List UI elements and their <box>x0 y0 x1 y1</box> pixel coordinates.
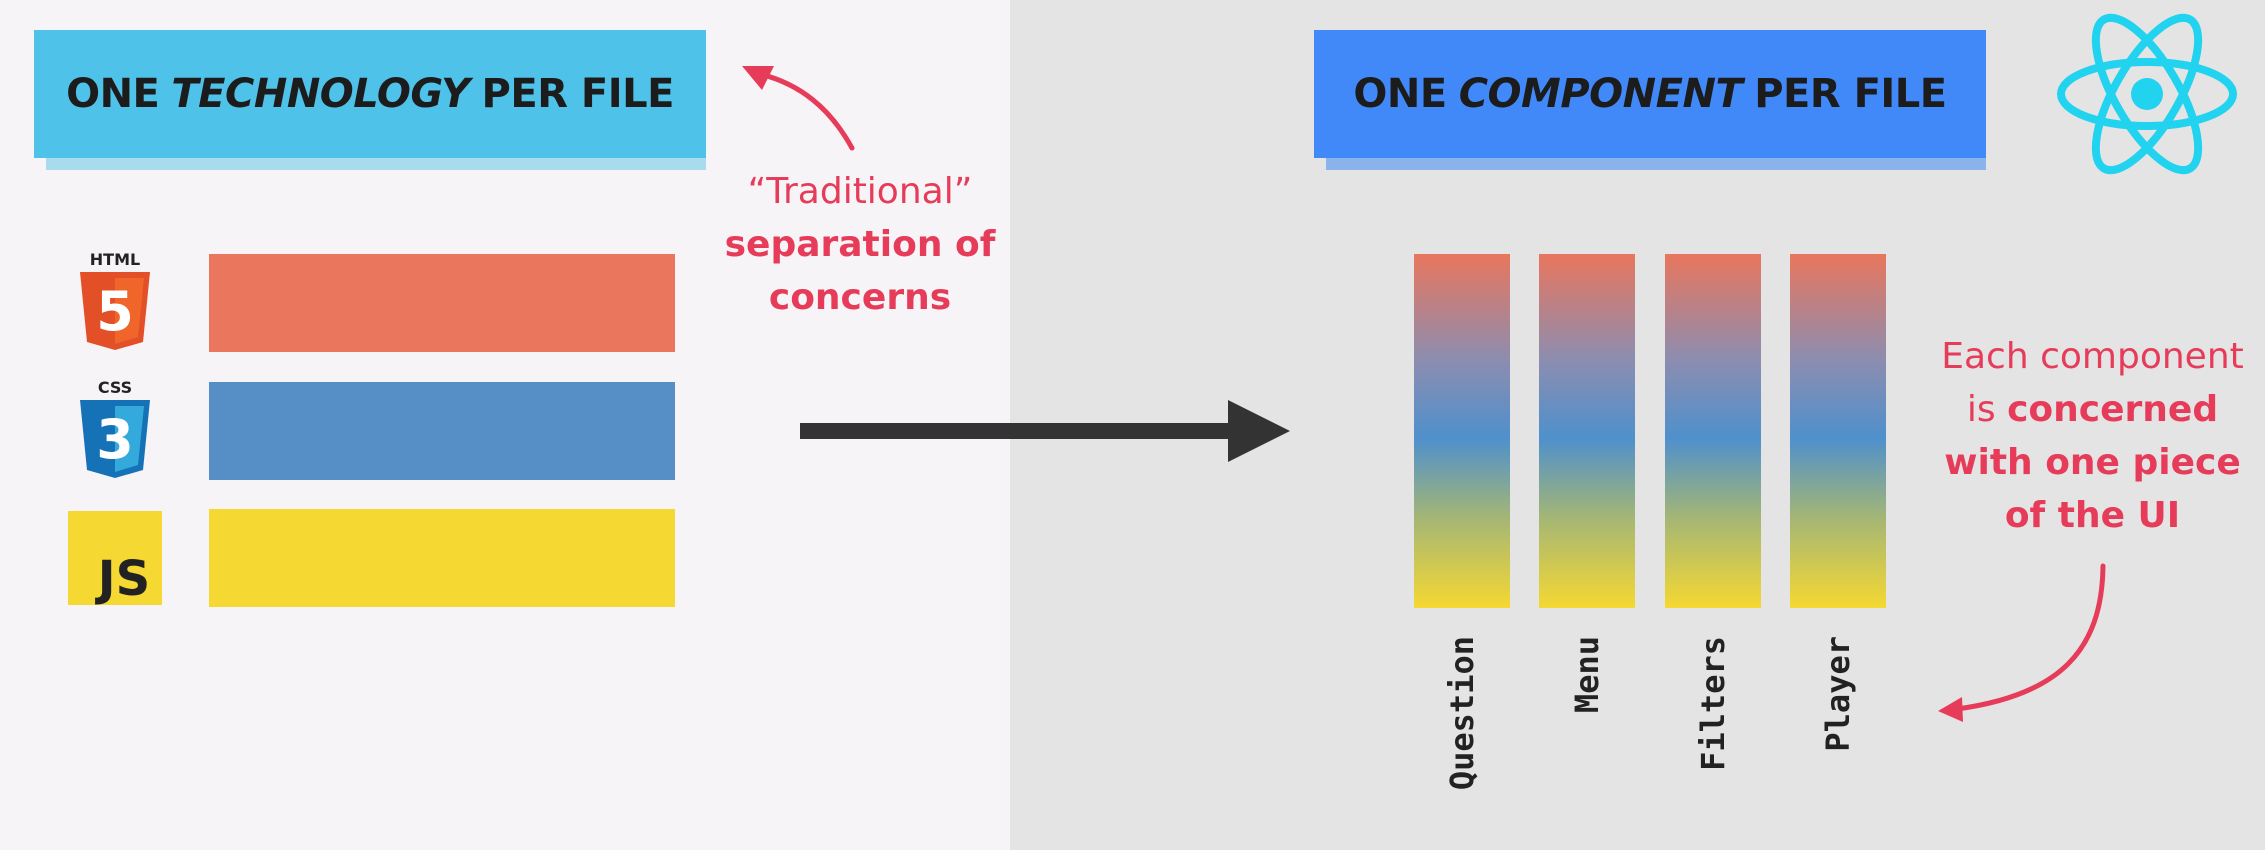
html5-icon-label: HTML <box>90 250 140 269</box>
traditional-annotation-line2: separation of <box>724 224 996 265</box>
component-curved-arrow-head <box>1938 697 1963 722</box>
component-annotation-concerned: concerned <box>2007 389 2219 430</box>
css3-icon-label: CSS <box>98 378 132 397</box>
component-label-question: Question <box>1414 636 1510 846</box>
component-label-player-text: Player <box>1819 636 1857 752</box>
traditional-annotation-line1: “Traditional” <box>747 171 973 212</box>
component-label-player: Player <box>1790 636 1886 846</box>
javascript-icon-label: JS <box>95 551 150 605</box>
javascript-icon: JS <box>68 511 162 605</box>
left-title: ONE TECHNOLOGY PER FILE <box>34 30 706 158</box>
component-bar-question <box>1414 254 1510 608</box>
component-label-filters: Filters <box>1665 636 1761 846</box>
right-title-pre: ONE <box>1353 71 1447 117</box>
component-label-question-text: Question <box>1443 636 1481 791</box>
component-label-filters-text: Filters <box>1694 636 1732 771</box>
css3-icon: CSS 3 <box>80 378 150 478</box>
left-title-pre: ONE <box>66 71 160 117</box>
traditional-curved-arrow-head <box>742 66 774 90</box>
component-annotation-line4: of the UI <box>2004 495 2181 536</box>
right-title-emphasis: COMPONENT <box>1458 71 1743 117</box>
react-logo-icon <box>2057 13 2237 175</box>
css-bar <box>209 382 675 480</box>
traditional-curved-arrow <box>757 71 855 151</box>
component-annotation: Each component is concerned with one pie… <box>1920 330 2265 542</box>
traditional-annotation-line3: concerns <box>768 277 952 318</box>
left-title-emphasis: TECHNOLOGY <box>171 71 470 117</box>
component-label-menu-text: Menu <box>1568 636 1606 714</box>
component-annotation-line1: Each component <box>1941 336 2244 377</box>
traditional-annotation: “Traditional” separation of concerns <box>705 165 1015 324</box>
component-bar-filters <box>1665 254 1761 608</box>
js-bar <box>209 509 675 607</box>
html5-icon: HTML 5 <box>80 250 150 350</box>
component-bar-menu <box>1539 254 1635 608</box>
css3-icon-number: 3 <box>96 408 134 471</box>
component-annotation-line3: with one piece <box>1944 442 2241 483</box>
right-title: ONE COMPONENT PER FILE <box>1314 30 1986 158</box>
component-curved-arrow <box>1954 563 2106 712</box>
right-title-post: PER FILE <box>1754 71 1947 117</box>
component-bar-player <box>1790 254 1886 608</box>
html5-icon-number: 5 <box>96 280 134 343</box>
transition-arrow-shaft <box>800 423 1235 439</box>
component-annotation-is: is <box>1966 389 1996 430</box>
transition-arrow-head <box>1228 400 1290 462</box>
component-label-menu: Menu <box>1539 636 1635 846</box>
left-title-post: PER FILE <box>481 71 675 117</box>
html-bar <box>209 254 675 352</box>
